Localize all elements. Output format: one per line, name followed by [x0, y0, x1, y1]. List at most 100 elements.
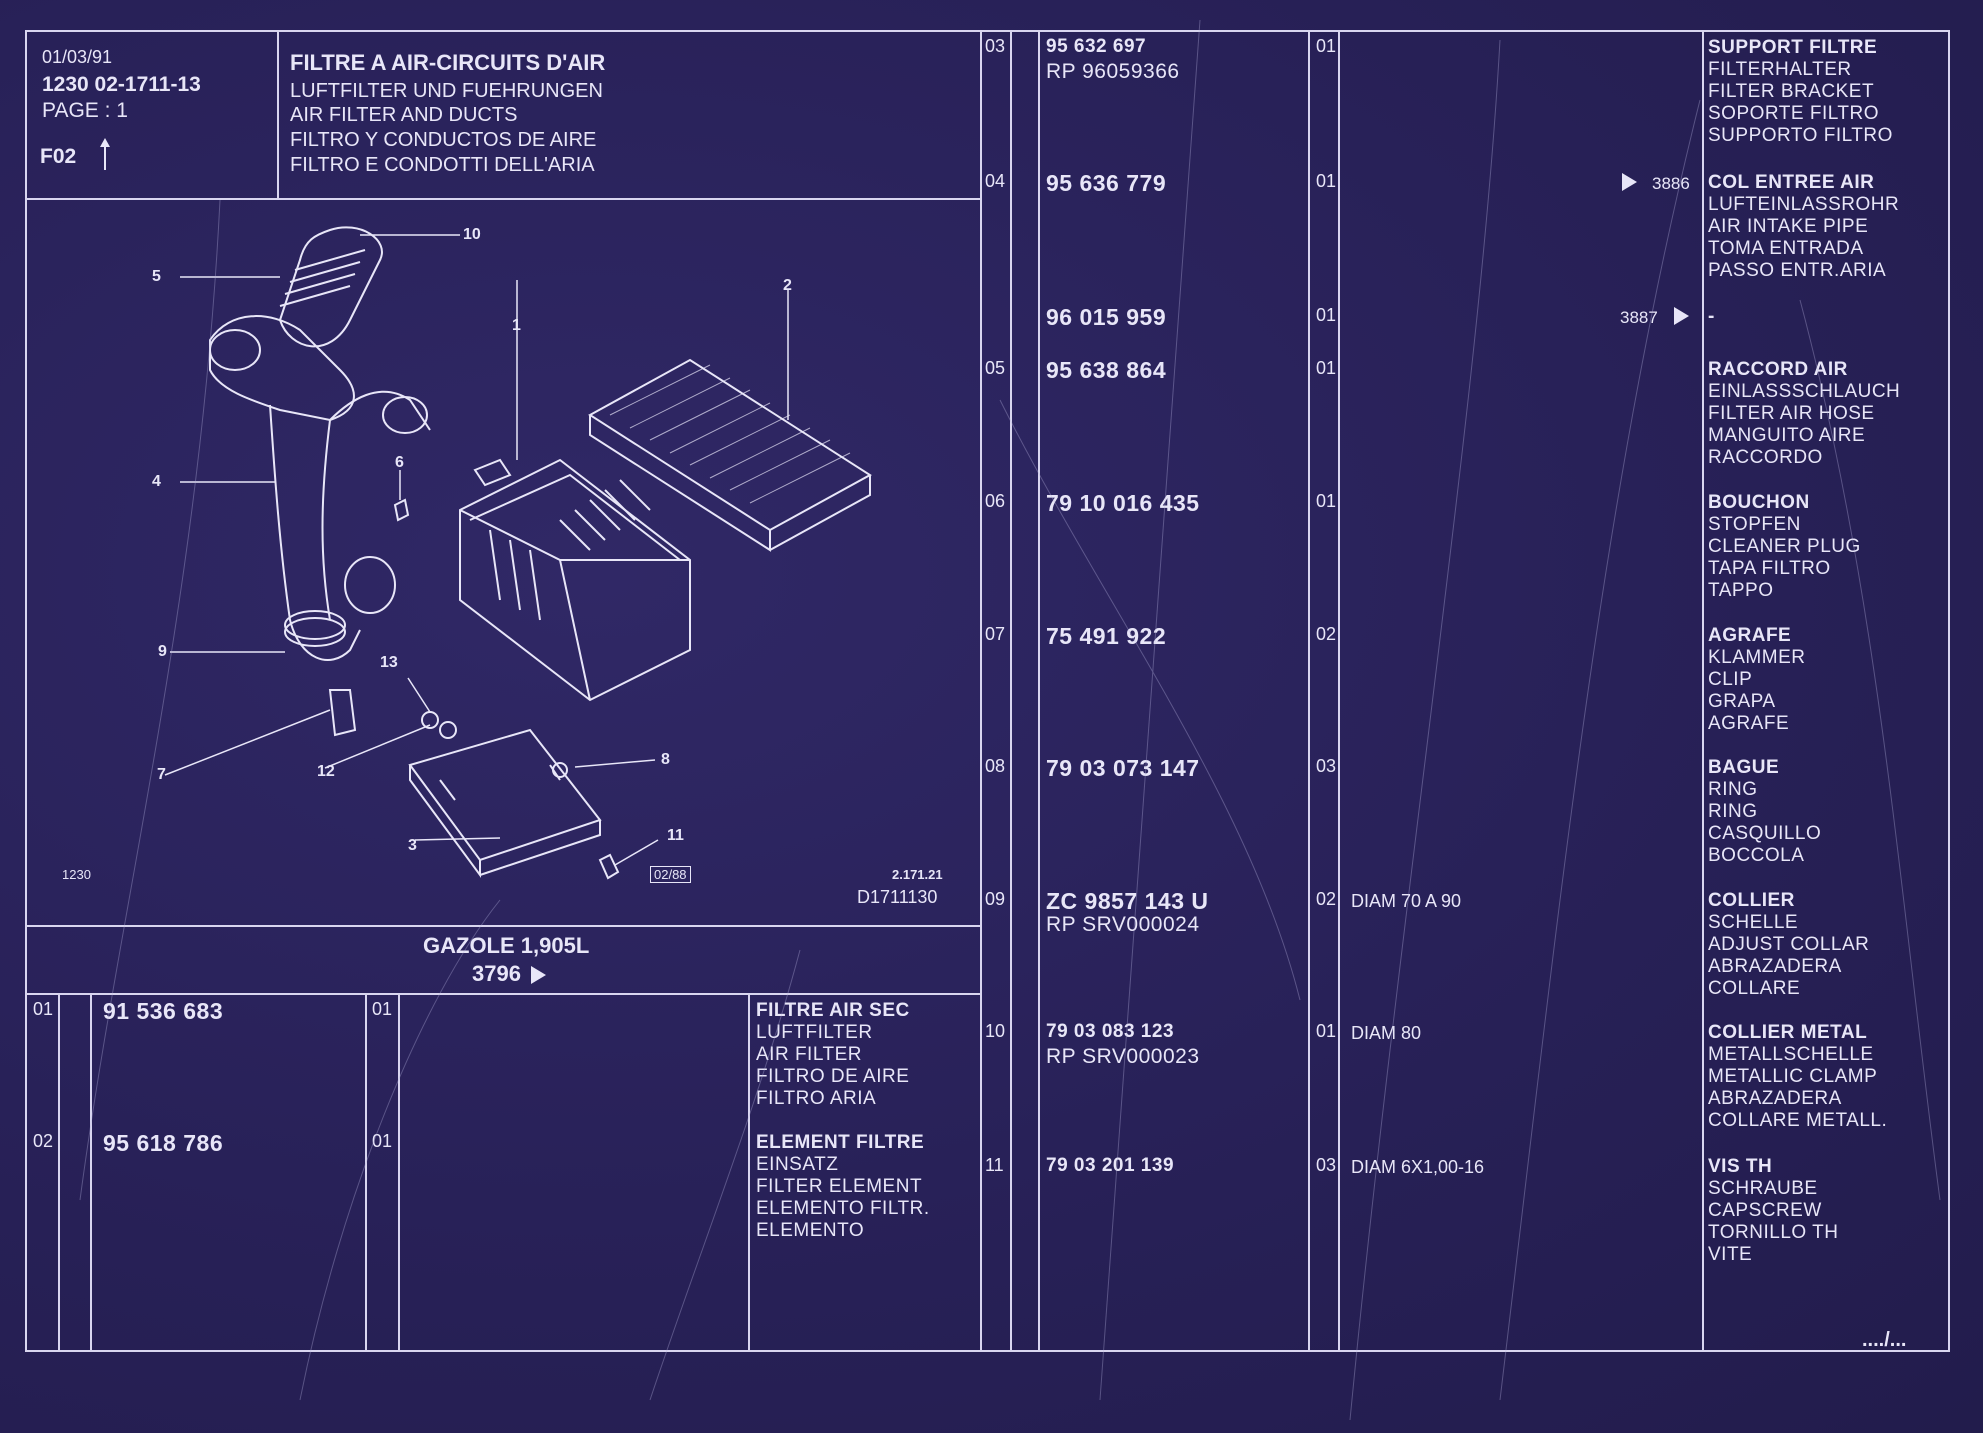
row-quantity: 01: [372, 1131, 393, 1151]
description-line: TORNILLO TH: [1708, 1222, 1839, 1243]
callout-7: 7: [157, 766, 166, 783]
description-line: CLEANER PLUG: [1708, 536, 1861, 557]
engine-code: 3796: [472, 961, 547, 986]
description-line: VITE: [1708, 1244, 1753, 1265]
row-note: DIAM 80: [1351, 1023, 1422, 1043]
description-title: FILTRE AIR SEC: [756, 1000, 910, 1021]
divider: [25, 925, 980, 927]
description-line: SCHRAUBE: [1708, 1178, 1818, 1199]
row-note: DIAM 70 A 90: [1351, 891, 1462, 911]
description-line: ELEMENTO: [756, 1220, 865, 1241]
description-title: COLLIER METAL: [1708, 1022, 1868, 1043]
part-number: 91 536 683: [103, 998, 224, 1024]
divider: [1702, 30, 1704, 1352]
play-arrow-icon: [531, 966, 547, 985]
callout-10: 10: [463, 226, 481, 243]
description-line: METALLIC CLAMP: [1708, 1066, 1878, 1087]
description-line: FILTER AIR HOSE: [1708, 403, 1875, 424]
description-line: BOCCOLA: [1708, 845, 1805, 866]
divider: [1338, 30, 1340, 1352]
row-quantity: 02: [1316, 624, 1337, 644]
part-number: 95 636 779: [1046, 170, 1167, 196]
description-line: CAPSCREW: [1708, 1200, 1822, 1221]
row-quantity: 01: [1316, 358, 1337, 378]
description-line: AIR FILTER: [756, 1044, 862, 1065]
description-title: VIS TH: [1708, 1156, 1773, 1177]
engine-code-text: 3796: [472, 961, 521, 986]
description-line: SOPORTE FILTRO: [1708, 103, 1879, 124]
diagram-ref-small: 2.171.21: [892, 867, 943, 882]
description-line: AGRAFE: [1708, 713, 1790, 734]
part-number: 79 03 083 123: [1046, 1021, 1175, 1042]
callout-4: 4: [152, 473, 161, 490]
description-line: MANGUITO AIRE: [1708, 425, 1866, 446]
description-line: FILTERHALTER: [1708, 59, 1852, 80]
description-line: COLLARE METALL.: [1708, 1110, 1888, 1131]
replacement-part-number: RP SRV000023: [1046, 1045, 1200, 1068]
part-description: -: [1708, 306, 1715, 328]
row-quantity: 01: [1316, 1021, 1337, 1041]
title-fr: FILTRE A AIR-CIRCUITS D'AIR: [290, 50, 606, 75]
title-es: FILTRO Y CONDUCTOS DE AIRE: [290, 129, 597, 151]
callout-12: 12: [317, 763, 335, 780]
description-line: CASQUILLO: [1708, 823, 1822, 844]
description-title: BAGUE: [1708, 757, 1780, 778]
callout-2: 2: [783, 277, 792, 294]
replacement-part-number: RP SRV000024: [1046, 913, 1200, 936]
divider: [1010, 30, 1012, 1352]
play-arrow-icon: [1622, 173, 1637, 191]
callout-8: 8: [661, 751, 670, 768]
row-quantity: 01: [1316, 305, 1337, 325]
divider: [1038, 30, 1040, 1352]
divider: [748, 993, 750, 1352]
description-line: GRAPA: [1708, 691, 1776, 712]
description-line: TAPPO: [1708, 580, 1774, 601]
description-line: FILTER BRACKET: [1708, 81, 1875, 102]
part-number: ZC 9857 143 U: [1046, 888, 1209, 914]
description-line: METALLSCHELLE: [1708, 1044, 1874, 1065]
description-line: FILTRO DE AIRE: [756, 1066, 910, 1087]
description-line: TAPA FILTRO: [1708, 558, 1831, 579]
description-title: ELEMENT FILTRE: [756, 1132, 925, 1153]
callout-5: 5: [152, 268, 161, 285]
header-ref: 1230 02-1711-13: [42, 73, 201, 96]
divider: [90, 993, 92, 1352]
description-title: RACCORD AIR: [1708, 359, 1848, 380]
engine-label: GAZOLE 1,905L: [423, 933, 590, 958]
row-position: 04: [985, 171, 1006, 191]
header-date: 01/03/91: [42, 47, 113, 67]
description-line: ABRAZADERA: [1708, 1088, 1842, 1109]
part-number: 79 10 016 435: [1046, 490, 1200, 516]
row-position: 07: [985, 624, 1006, 644]
diagram-stamp: 02/88: [650, 866, 691, 883]
description-title: COLLIER: [1708, 890, 1795, 911]
description-line: FILTRO ARIA: [756, 1088, 877, 1109]
description-line: LUFTFILTER: [756, 1022, 873, 1043]
part-number: 96 015 959: [1046, 304, 1167, 330]
exploded-diagram: [164, 226, 872, 880]
part-number: 79 03 201 139: [1046, 1155, 1175, 1176]
description-line: ADJUST COLLAR: [1708, 934, 1870, 955]
description-line: PASSO ENTR.ARIA: [1708, 260, 1887, 281]
row-position: 09: [985, 889, 1006, 909]
continue-marker: ..../...: [1862, 1329, 1907, 1351]
description-line: CLIP: [1708, 669, 1753, 690]
description-line: SUPPORTO FILTRO: [1708, 125, 1893, 146]
part-number: 95 632 697: [1046, 36, 1147, 57]
title-de: LUFTFILTER UND FUEHRUNGEN: [290, 80, 603, 102]
description-title: BOUCHON: [1708, 492, 1810, 513]
outer-frame: [25, 30, 1950, 1352]
title-it: FILTRO E CONDOTTI DELL'ARIA: [290, 154, 595, 176]
description-title: -: [1708, 306, 1715, 327]
description-line: COLLARE: [1708, 978, 1801, 999]
description-line: EINSATZ: [756, 1154, 839, 1175]
description-title: COL ENTREE AIR: [1708, 172, 1875, 193]
